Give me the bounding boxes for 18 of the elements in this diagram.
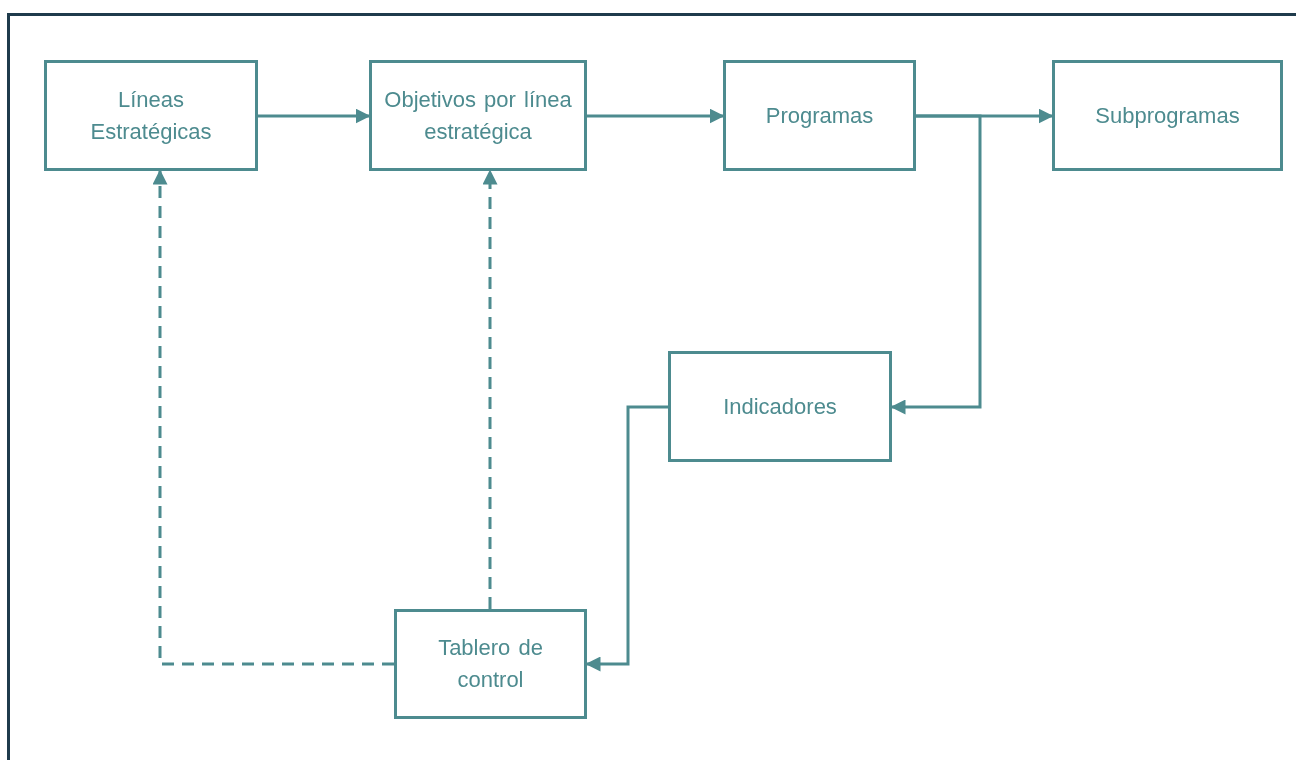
process-box [44,60,258,171]
box-label: Subprogramas [1095,101,1240,130]
arrow [258,108,371,124]
arrow [585,405,668,672]
box-label: Líneas Estratégicas [89,85,213,146]
process-box [723,60,916,171]
process-box [369,60,587,171]
process-box [668,351,892,462]
arrow [482,169,498,609]
arrow [890,114,982,415]
process-box [1052,60,1283,171]
process-box [394,609,587,719]
arrow [587,108,725,124]
box-label: Objetivos por línea estratégica [383,85,573,146]
box-label: Tablero de control [437,634,544,694]
arrow [152,169,394,666]
box-label: Programas [765,101,874,130]
box-label: Indicadores [723,392,837,421]
